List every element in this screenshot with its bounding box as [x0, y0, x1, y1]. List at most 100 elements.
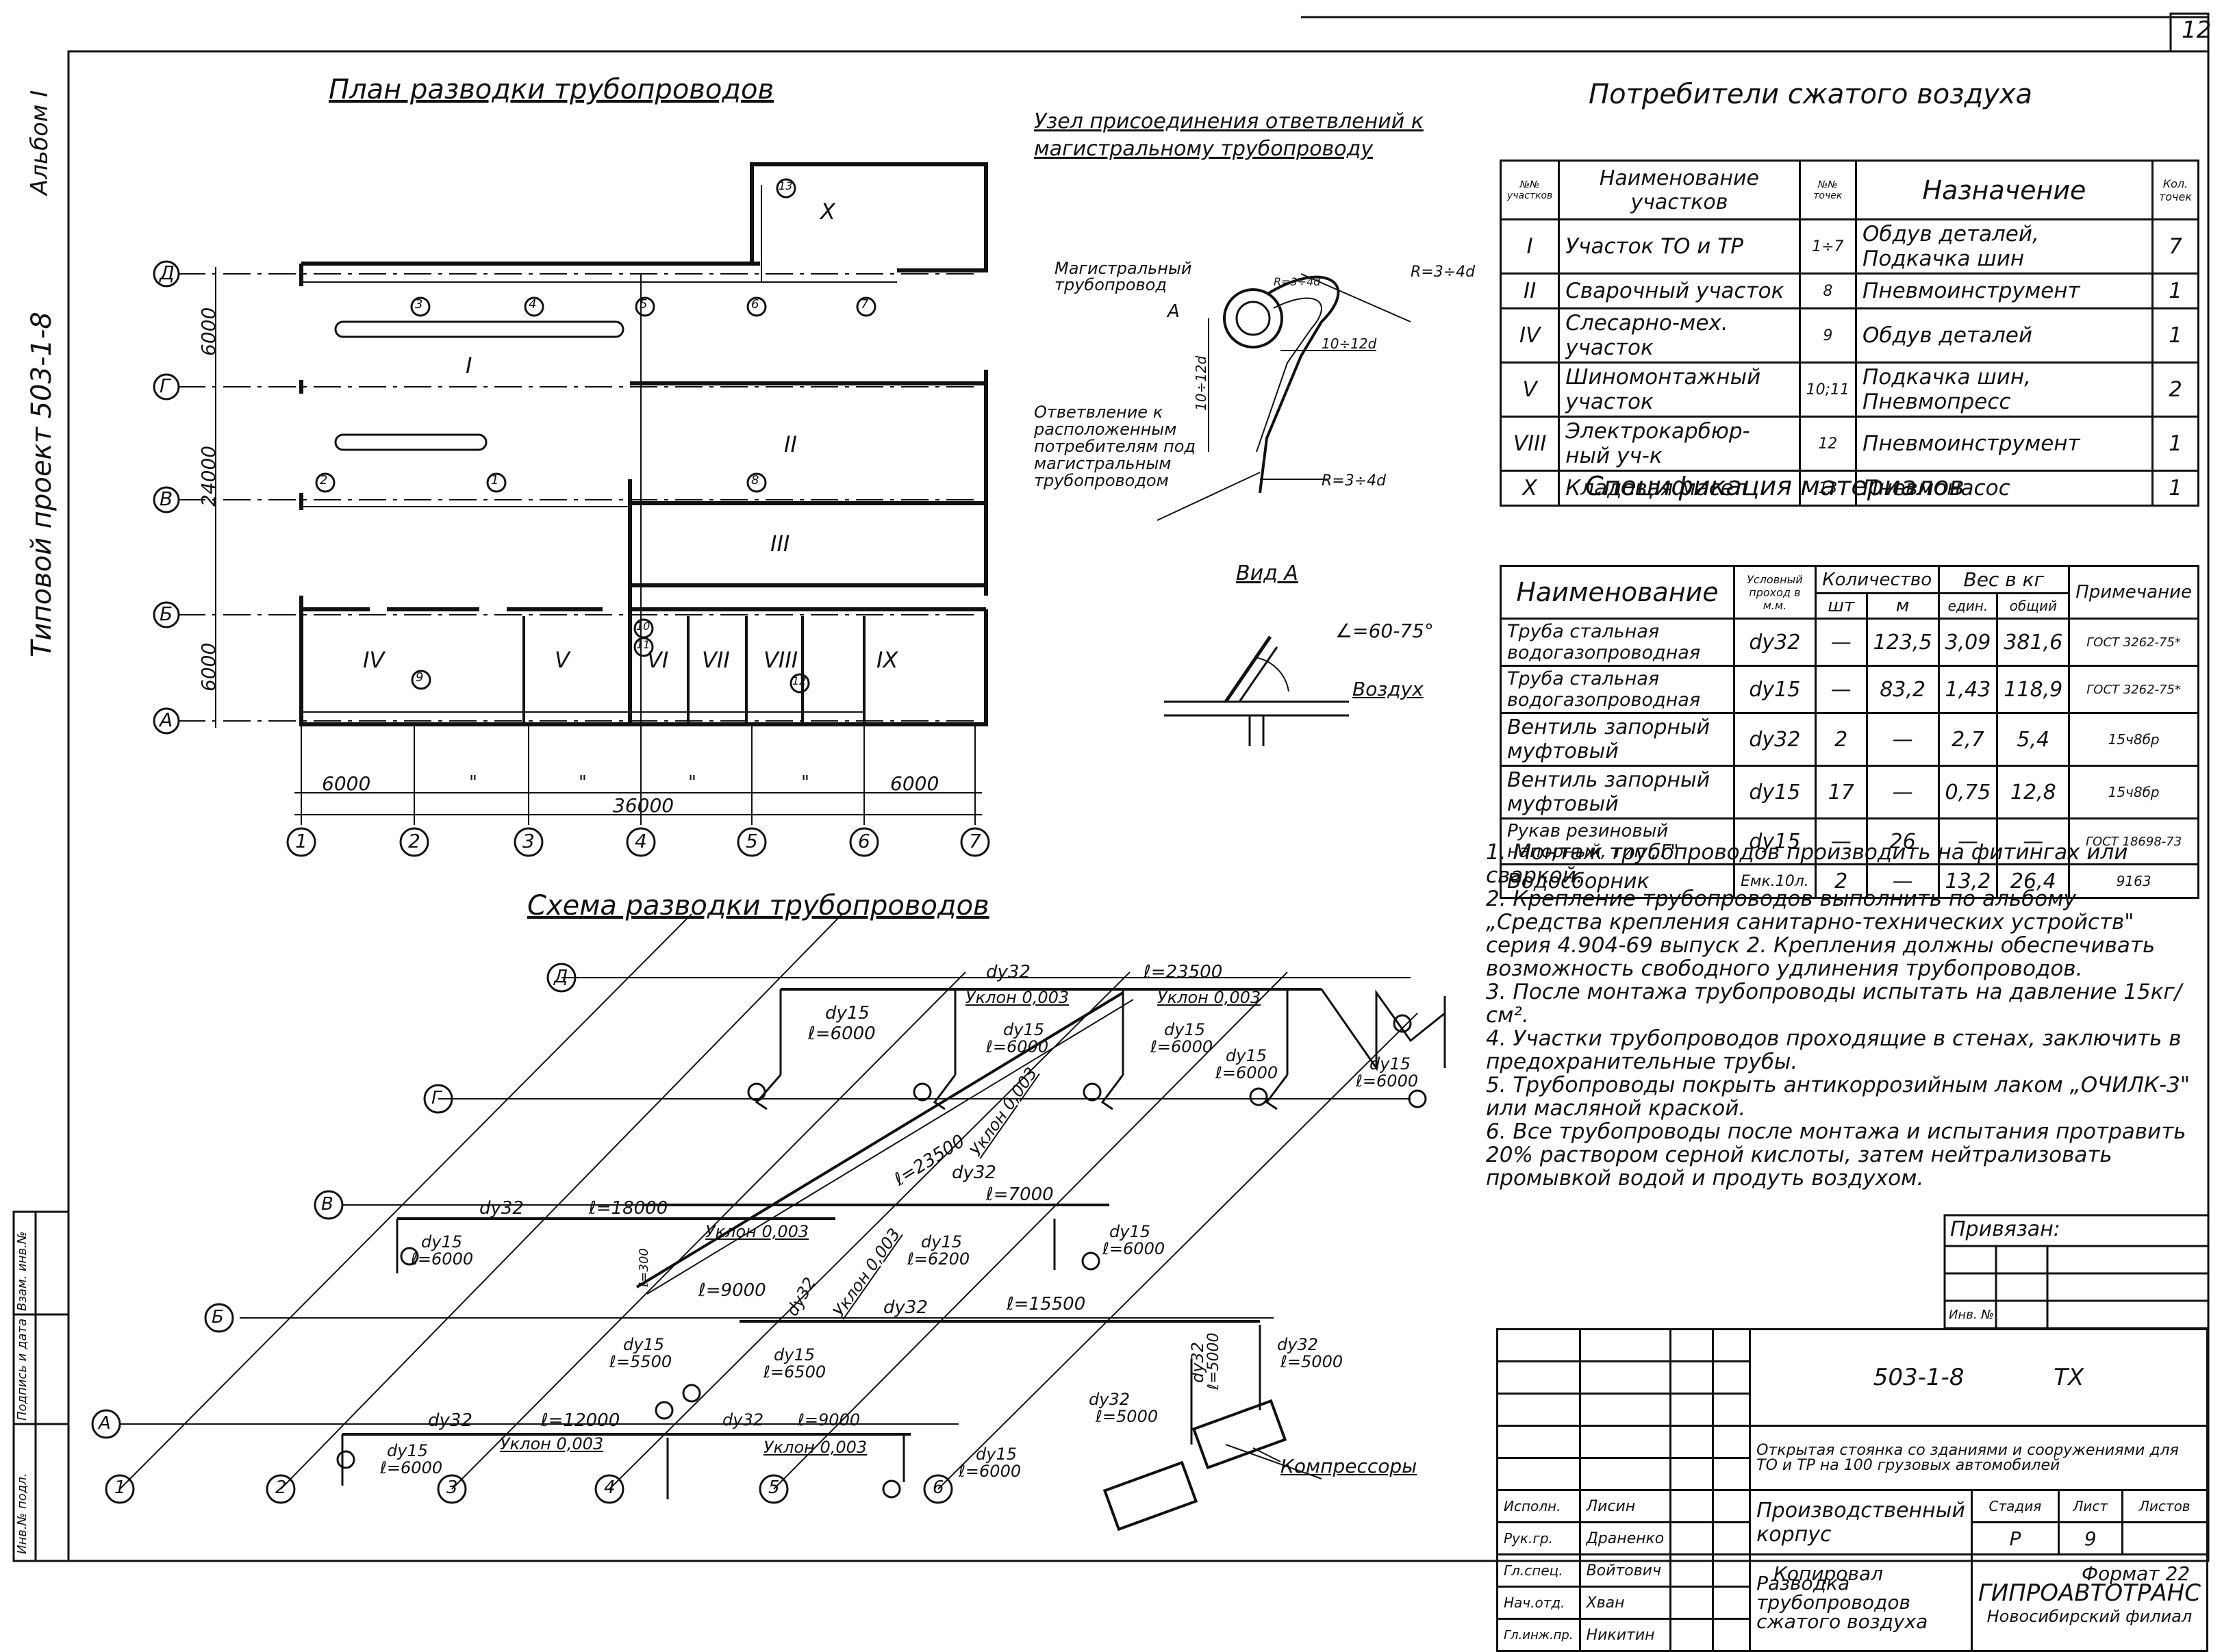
pipe-label: dy15 [825, 1003, 870, 1024]
table-row: Вентиль запорный муфтовый dy15 17 — 0,75… [1500, 765, 2199, 819]
room-label: IX [876, 647, 898, 673]
axis-col-label: 4 [604, 1477, 616, 1498]
axis-col-label: 1 [295, 830, 307, 852]
cell: Вентиль запорный муфтовый [1500, 712, 1735, 767]
cell: Участок ТО и ТР [1558, 218, 1801, 275]
dim-ditto: " [688, 772, 696, 793]
dim-label: 6000 [890, 772, 939, 795]
binding-title: Привязан: [1950, 1217, 2060, 1241]
axis-row-label: Г [160, 374, 171, 397]
pipe-label: dy32 [722, 1410, 763, 1429]
doc-code: 503-1-8 [1873, 1364, 1965, 1391]
room-label: III [770, 531, 790, 557]
sheets-value [2121, 1521, 2209, 1555]
length-label: 10÷12d [1322, 335, 1377, 352]
pipe-label: ℓ=23500 [1144, 962, 1223, 982]
slope-label: Уклон 0,003 [500, 1434, 604, 1453]
pipe-label: ℓ=5000 [1205, 1332, 1222, 1390]
building-name: Производственный корпус [1749, 1489, 1973, 1555]
point-label: 2 [320, 473, 328, 487]
pipe-label: ℓ=5000 [1280, 1352, 1343, 1371]
main-pipe-label: Магистральный трубопровод [1055, 259, 1192, 294]
table-row: Рукав резиновый напорный, тип „Г" dy15 —… [1500, 817, 2199, 865]
cell: Пневмоинструмент [1855, 272, 2154, 309]
cell: 1 [2151, 272, 2200, 309]
col-header: Условный проход в м.м. [1732, 565, 1817, 620]
note-item: 4. Участки трубопроводов проходящие в ст… [1486, 1026, 2182, 1074]
pipe-label: ℓ=6000 [1102, 1239, 1165, 1258]
radius-label: R=3÷4d [1322, 472, 1387, 490]
cell: 9163 [2068, 863, 2199, 899]
node-title-1: Узел присоединения ответвлений к [1034, 110, 1424, 134]
col-header: шт [1814, 592, 1868, 620]
point-label: 11 [636, 638, 651, 651]
cell: Обдув деталей [1855, 307, 2154, 364]
cell: 8 [1798, 272, 1858, 309]
axis-col-label: 6 [933, 1477, 944, 1498]
doc-mark: ТХ [2054, 1364, 2084, 1391]
main-pipe-ref: А [1167, 301, 1180, 322]
col-header: №№ точек [1798, 160, 1858, 220]
point-label: 6 [751, 297, 759, 312]
compressors-label: Компрессоры [1280, 1455, 1417, 1477]
angle-label: ∠=60-75° [1335, 620, 1434, 642]
cell: Сварочный участок [1558, 272, 1801, 309]
cell: 2 [1814, 712, 1868, 767]
cell: — [1865, 863, 1940, 899]
pipe-label: ℓ=5500 [609, 1352, 672, 1371]
pipe-label: dy15 [387, 1441, 428, 1460]
cell: 12,8 [1996, 765, 2071, 819]
point-label: 5 [640, 297, 648, 312]
node-detail-drawing [1157, 273, 1411, 746]
point-label: 9 [416, 670, 424, 685]
signer-name: Драненко [1578, 1521, 1672, 1555]
axis-col-label: 2 [408, 830, 420, 852]
drawing-canvas [12, 12, 2210, 1562]
axis-row-label: А [99, 1413, 111, 1434]
dim-ditto: " [579, 772, 587, 793]
cell: Вентиль запорный муфтовый [1500, 765, 1735, 819]
room-label: VIII [763, 647, 798, 673]
room-label: II [784, 431, 797, 457]
scheme-drawing [91, 913, 1446, 1532]
node-title-2: магистральному трубопроводу [1034, 137, 1374, 161]
dim-ditto: " [469, 772, 477, 793]
stage-header: Стадия [1970, 1489, 2060, 1523]
role: Рук.гр. [1496, 1521, 1581, 1555]
axis-col-label: 1 [114, 1477, 126, 1498]
axis-row-label: Д [160, 262, 175, 284]
cell: — [1865, 712, 1940, 767]
pipe-label: dy32 [1089, 1390, 1130, 1409]
cell: dy15 [1732, 817, 1817, 865]
cell: Кладовая масел [1558, 470, 1801, 507]
cell: 26 [1865, 817, 1940, 865]
axis-col-label: 6 [858, 830, 870, 852]
cell: 118,9 [1996, 665, 2071, 714]
cell: Электрокарбюр-ный уч-к [1558, 416, 1801, 472]
pipe-label: ℓ=9000 [798, 1410, 861, 1429]
col-header: Наименование участков [1558, 160, 1801, 220]
pipe-label: dy32 [479, 1198, 524, 1219]
pipe-label: ℓ=6500 [763, 1362, 826, 1382]
cell: — [1814, 817, 1868, 865]
axis-row-label: Б [212, 1307, 224, 1327]
cell: Обдув деталей, Подкачка шин [1855, 218, 2154, 275]
cell: Пневмоинструмент [1855, 416, 2154, 472]
stamp-label-1: Инв.№ подл. [15, 1473, 29, 1554]
notes: 1. Монтаж трубопроводов производить на ф… [1486, 841, 2198, 1190]
cell: 1 [2151, 416, 2200, 472]
binding-box [1943, 1214, 2210, 1330]
tb-code-cell: 503-1-8 ТХ [1749, 1328, 2208, 1427]
cell: 123,5 [1865, 618, 1940, 667]
sheet-format: Формат 22 [2082, 1562, 2190, 1585]
cell: — [1865, 765, 1940, 819]
col-header: Назначение [1855, 160, 2154, 220]
cell: ГОСТ 3262-75* [2068, 665, 2199, 714]
pipe-label: dy15 [623, 1335, 664, 1354]
cell: 3,09 [1937, 618, 1999, 667]
object-name: Открытая стоянка со зданиями и сооружени… [1749, 1425, 2208, 1491]
col-header: Кол. точек [2151, 160, 2200, 220]
pipe-label: dy15 [1226, 1046, 1267, 1065]
inner-radius: R=3÷4d [1274, 275, 1321, 288]
page-number: 12 [2182, 16, 2212, 44]
